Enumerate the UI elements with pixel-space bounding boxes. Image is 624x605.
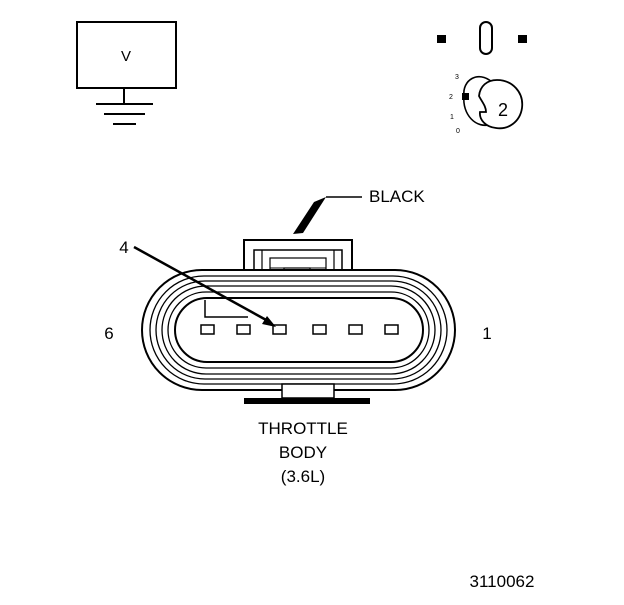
dial-value: 2 [498,100,508,120]
switch-terminal-right-icon [518,35,527,43]
connector-face [174,297,424,363]
terminal-cavity [348,324,363,335]
caption-line: BODY [279,443,327,462]
terminal-position-tab [204,300,248,318]
bottom-latch [244,383,370,404]
key-slot-icon [479,21,493,55]
caption-line: (3.6L) [281,467,325,486]
dial-back-arc-icon [463,76,493,127]
terminal-cavities [200,324,399,335]
dial-tick-label: 2 [449,94,453,101]
connector-color-label: BLACK [369,187,425,206]
dial-tick-label: 3 [455,74,459,81]
figure-id: 3110062 [470,572,535,591]
terminal-cavity [272,324,287,335]
ground-icon [96,103,153,125]
key-head-icon [478,79,524,130]
color-callout: BLACK [293,187,425,234]
voltmeter-box [76,21,177,89]
key-dial-symbol: 3 2 1 0 2 [449,74,524,135]
dial-pointer-icon [462,93,469,100]
voltmeter-symbol: V [76,21,177,125]
ignition-switch-symbol [437,21,527,55]
dial-tick-label: 1 [450,114,454,121]
terminal-cavity [384,324,399,335]
terminal-cavity [312,324,327,335]
caption-line: THROTTLE [258,419,348,438]
connector-shell-ring [161,285,436,375]
color-arrow-icon [293,197,326,234]
dial-tick-label: 0 [456,128,460,135]
connector-shell-ring [155,280,442,380]
callout-arrow-icon [262,316,276,327]
terminal-number-right: 1 [482,324,491,343]
voltmeter-label: V [121,48,131,65]
terminal-cavity [200,324,215,335]
connector-shell-ring [167,291,430,369]
switch-terminal-left-icon [437,35,446,43]
connector-body [141,239,456,404]
terminal-cavity [236,324,251,335]
connector-caption: THROTTLE BODY (3.6L) [258,419,348,486]
callout-leader-line [133,245,269,323]
terminal-number-left: 6 [104,324,113,343]
terminal-callout: 4 [119,238,276,327]
callout-terminal-number: 4 [119,238,128,257]
